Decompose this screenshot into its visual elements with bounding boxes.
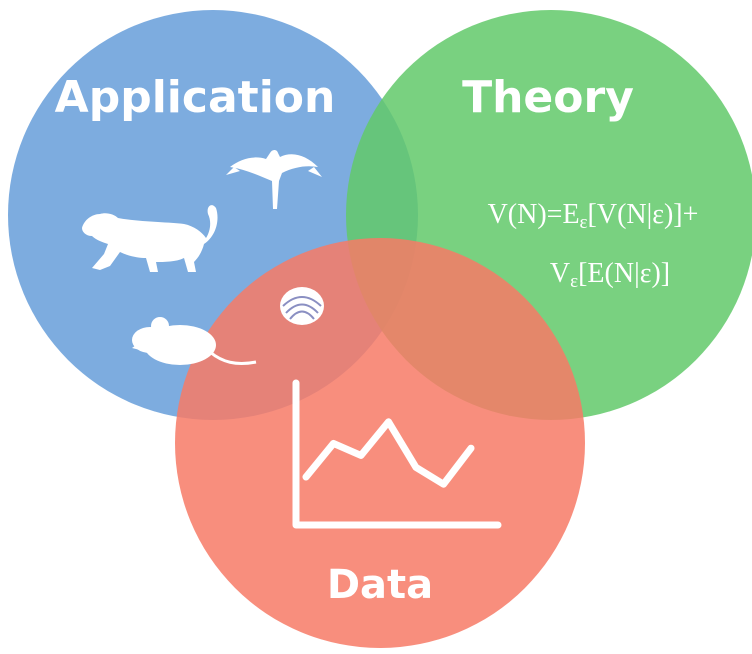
data-circle	[175, 238, 585, 648]
formula-line-1: V(N)=Eε[V(N|ε)]+	[488, 199, 699, 233]
chart-icon-line	[302, 418, 475, 488]
cougar-icon	[82, 205, 218, 272]
mouse-icon	[132, 317, 257, 366]
data-label: Data	[327, 562, 433, 608]
application-label: Application	[55, 72, 336, 123]
shell-icon	[280, 287, 324, 325]
chart-icon-axes	[292, 379, 502, 529]
eagle-icon	[226, 150, 322, 209]
theory-label: Theory	[462, 72, 634, 123]
formula-line-2: Vε[E(N|ε)]	[550, 258, 670, 292]
line-chart-icon	[292, 379, 502, 529]
